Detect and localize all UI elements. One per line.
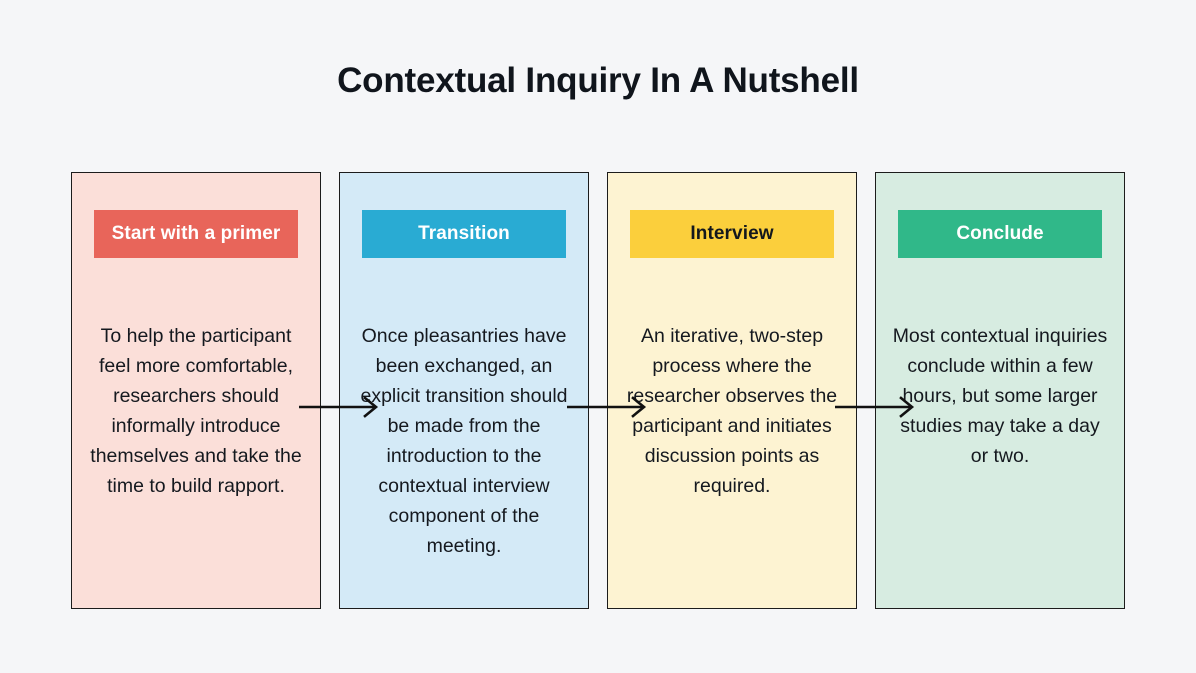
step-body-interview: An iterative, two-step process where the…	[626, 325, 838, 497]
step-card-start-with-a-primer: Start with a primer To help the particip…	[71, 172, 321, 609]
step-label-conclude: Conclude	[898, 210, 1102, 258]
step-body-conclude: Most contextual inquiries conclude withi…	[892, 325, 1108, 467]
page-title: Contextual Inquiry In A Nutshell	[337, 61, 859, 100]
step-label-transition: Transition	[362, 210, 566, 258]
step-card-transition: Transition Once pleasantries have been e…	[339, 172, 589, 609]
step-label-start-with-a-primer: Start with a primer	[94, 210, 298, 258]
process-flow: Start with a primer To help the particip…	[71, 172, 1125, 609]
step-body-start-with-a-primer: To help the participant feel more comfor…	[90, 325, 302, 497]
step-label-interview: Interview	[630, 210, 834, 258]
step-card-conclude: Conclude Most contextual inquiries concl…	[875, 172, 1125, 609]
step-body-transition: Once pleasantries have been exchanged, a…	[360, 325, 568, 557]
step-card-interview: Interview An iterative, two-step process…	[607, 172, 857, 609]
